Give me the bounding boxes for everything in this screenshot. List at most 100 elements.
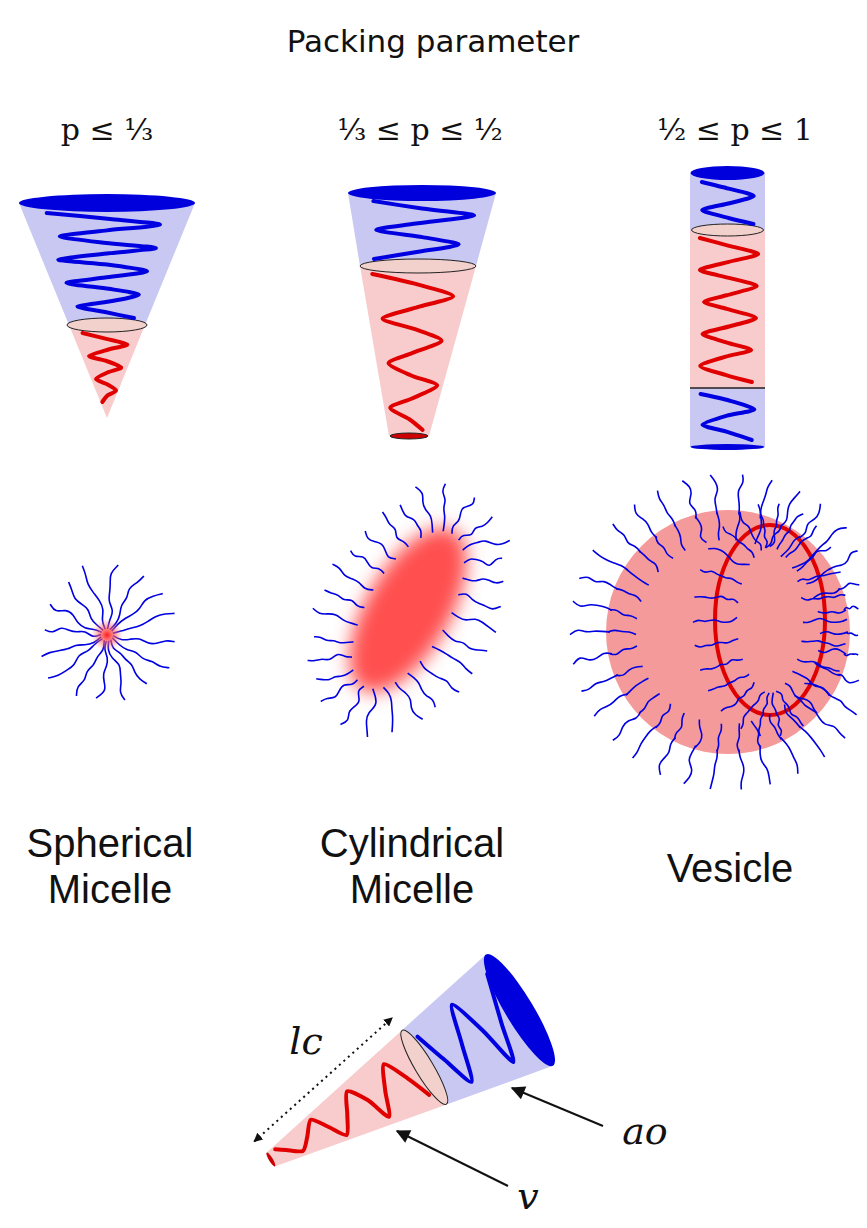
hydrophilic-hair [573, 601, 612, 610]
hydrophilic-hair [811, 547, 831, 557]
hydrophilic-hair [675, 525, 686, 551]
hydrophilic-hair [443, 630, 488, 651]
parameter-range: ¹⁄₂ ≤ p ≤ 1 [610, 113, 860, 148]
head-ellipse [474, 947, 565, 1073]
hydrophilic-hair [458, 594, 500, 609]
hydrophilic-hair [818, 649, 846, 654]
hair-group [308, 484, 510, 737]
hair-group [570, 475, 859, 790]
hydrophilic-hair [316, 670, 353, 680]
hydrophilic-hair [443, 484, 446, 532]
head-ellipse [691, 166, 765, 180]
hydrophilic-hair [420, 661, 459, 692]
hydrophilic-hair [804, 684, 830, 696]
hydrophilic-hair [682, 481, 696, 519]
hydrophilic-hair [819, 664, 840, 671]
hydrophilic-hair [739, 542, 754, 558]
hydrophilic-hair [818, 610, 846, 613]
head-region [690, 388, 765, 447]
hydrophilic-hair [825, 619, 847, 622]
cylindrical-micelle-figure [308, 484, 510, 737]
head-ellipse [19, 194, 195, 212]
hydrophilic-hair [710, 475, 717, 515]
hydrophilic-hair [383, 687, 392, 732]
hydrophilic-hair [721, 659, 742, 664]
hydrophilic-hair [721, 698, 739, 711]
micelle-core [326, 509, 491, 710]
hydrophilic-hair [365, 531, 396, 559]
hydrophilic-hair [786, 542, 801, 558]
hydrophilic-hair [395, 682, 422, 719]
chain-line [83, 333, 128, 402]
hydrophilic-hair [613, 524, 641, 553]
hydrophilic-hair [760, 480, 772, 518]
leader-line [512, 1088, 603, 1126]
aggregate-name: Spherical Micelle [10, 820, 210, 912]
hydrophilic-hair [717, 724, 722, 752]
interface-ellipse [67, 318, 147, 332]
hydrophilic-hair [823, 595, 845, 598]
hydrophilic-hair [313, 608, 358, 625]
hydrophilic-hair [763, 526, 767, 548]
cone-shape [19, 194, 195, 418]
aggregate-name: Vesicle [620, 845, 840, 891]
truncated-cone-shape [348, 185, 496, 439]
hydrophilic-hair [710, 749, 717, 789]
hydrophilic-hair [777, 531, 790, 549]
head-region [348, 193, 496, 266]
hydrophilic-hair [321, 680, 358, 702]
head-area-symbol: ao [610, 1110, 680, 1154]
hydrophilic-hair [844, 654, 858, 656]
vesicle-body [606, 510, 850, 754]
tail-end-ellipse [265, 1152, 277, 1168]
hydrophilic-hair [723, 526, 739, 541]
hydrophilic-hair [717, 596, 738, 603]
hydrophilic-hair [708, 683, 729, 691]
tail-end-ellipse [390, 433, 428, 439]
hydrophilic-hair [593, 550, 628, 570]
hydrophilic-hair [639, 551, 658, 572]
hydrophilic-hair [815, 711, 845, 738]
hydrophilic-hair [656, 536, 673, 558]
hydrophilic-hair [819, 572, 841, 576]
hydrophilic-hair [82, 566, 105, 629]
hydrophilic-hair [351, 551, 384, 574]
hydrophilic-hair [750, 531, 761, 550]
chain-group [47, 213, 160, 402]
hydrophilic-hair [758, 504, 763, 525]
hydrophilic-hair [760, 745, 770, 784]
length-dimension-arrow [236, 1018, 410, 1142]
diagram-title: Packing parameter [223, 24, 643, 60]
hair-group [42, 565, 175, 700]
hydrophilic-hair [594, 694, 627, 716]
hydrophilic-hair [717, 639, 739, 643]
hydrophilic-hair [366, 689, 376, 737]
micelle-core [91, 619, 123, 651]
parameter-range: ¹⁄₃ ≤ p ≤ ¹⁄₂ [290, 113, 550, 148]
hydrophilic-hair [828, 551, 857, 570]
hydrophilic-hair [579, 577, 618, 589]
tail-volume-symbol: v [503, 1175, 553, 1219]
hydrophilic-hair [801, 641, 823, 643]
hydrophilic-hair [452, 613, 496, 633]
hydrophilic-hair [684, 745, 696, 783]
hydrophilic-hair [695, 720, 702, 748]
hydrophilic-hair [608, 630, 636, 634]
hydrophilic-hair [776, 504, 779, 526]
aggregate-name: Cylindrical Micelle [302, 820, 522, 912]
hydrophilic-hair [740, 512, 751, 531]
hydrophilic-hair [613, 711, 641, 740]
hydrophilic-hair [708, 548, 729, 557]
chain-line [267, 1052, 430, 1177]
chain-line [700, 238, 758, 382]
hydrophilic-hair [717, 513, 720, 541]
hydrophilic-hair [801, 526, 816, 542]
hydrophilic-hair [785, 683, 801, 698]
hydrophilic-hair [797, 659, 818, 664]
hydrophilic-hair [790, 709, 804, 726]
hydrophilic-hair [828, 694, 856, 715]
hydrophilic-hair [770, 714, 782, 739]
annotated-cone [233, 947, 565, 1218]
